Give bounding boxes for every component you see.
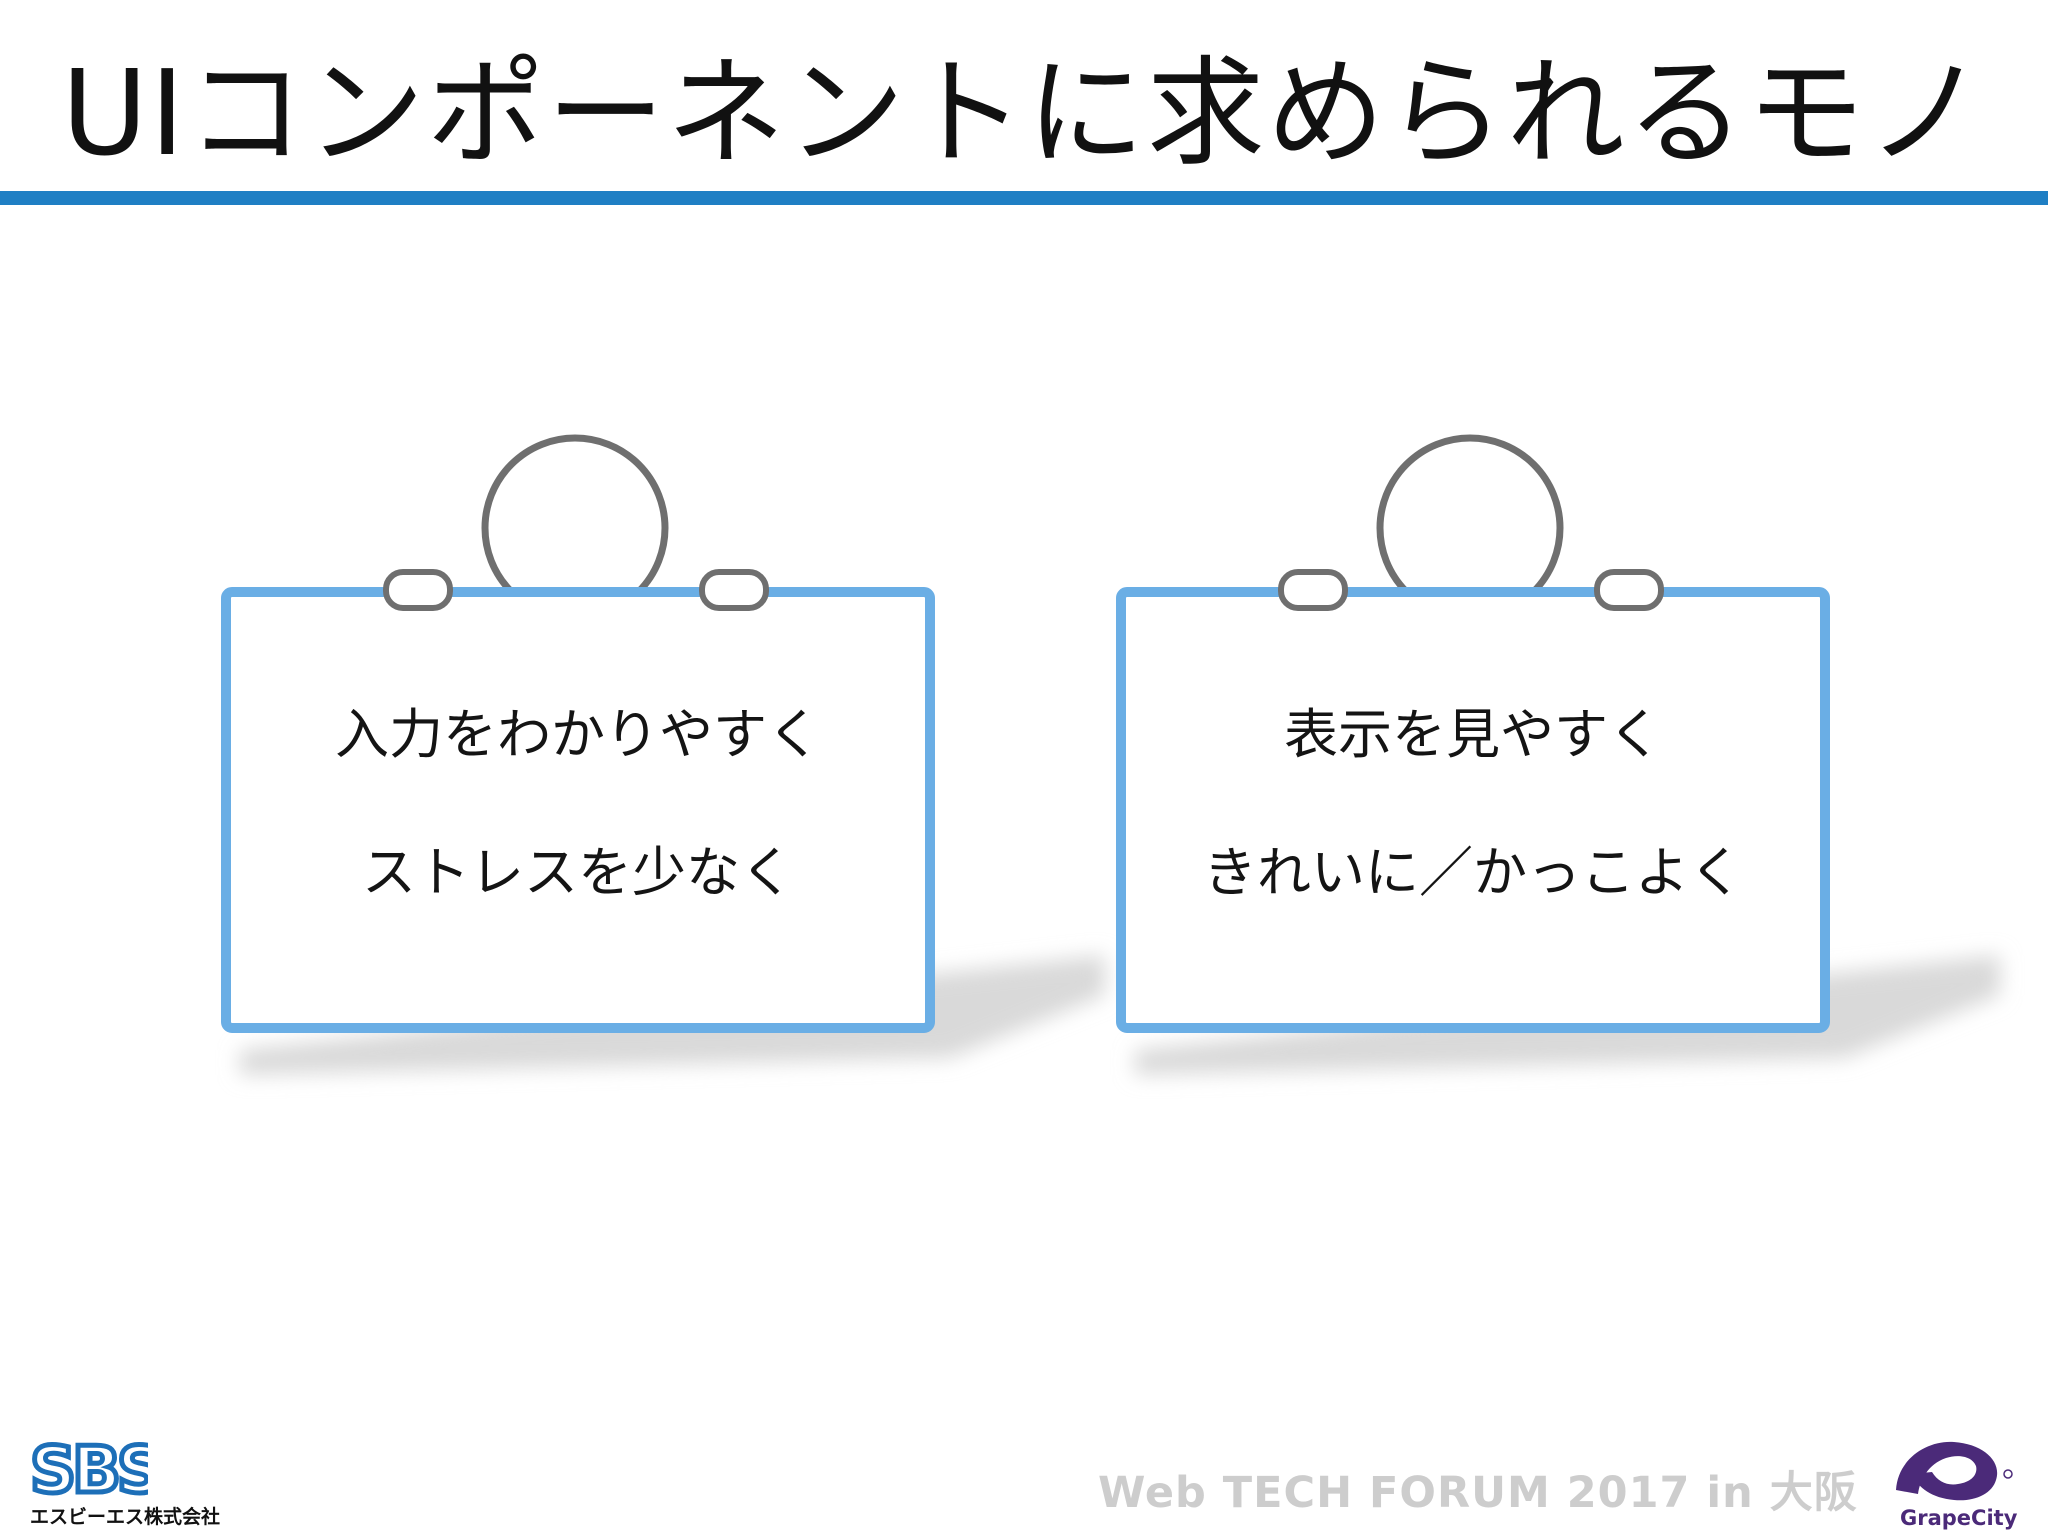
sbs-logo-caption: エスビーエス株式会社 xyxy=(30,1506,221,1528)
title-underline xyxy=(0,191,2048,205)
sbs-logo-icon: SBS xyxy=(28,1432,148,1501)
grapecity-logo-caption: GrapeCity xyxy=(1900,1506,2018,1530)
event-name: Web TECH FORUM 2017 in 大阪 xyxy=(1098,1468,1858,1518)
board-left-line-1: 入力をわかりやすく xyxy=(335,703,821,766)
grapecity-logo-icon xyxy=(1896,1441,2013,1501)
whiteboard-icon xyxy=(1116,434,2000,1075)
sbs-logo-text: SBS xyxy=(30,1434,148,1500)
slide-title: UIコンポーネントに求められるモノ xyxy=(61,44,1987,182)
board-right-line-2: きれいに／かっこよく xyxy=(1203,841,1743,904)
board-left-line-2: ストレスを少なく xyxy=(362,841,794,904)
grapecity-logo: GrapeCity xyxy=(1888,1428,2028,1530)
whiteboard-icon xyxy=(221,434,1105,1075)
board-right-line-1: 表示を見やすく xyxy=(1284,703,1662,766)
sbs-logo: SBS エスビーエス株式会社 xyxy=(28,1430,221,1530)
